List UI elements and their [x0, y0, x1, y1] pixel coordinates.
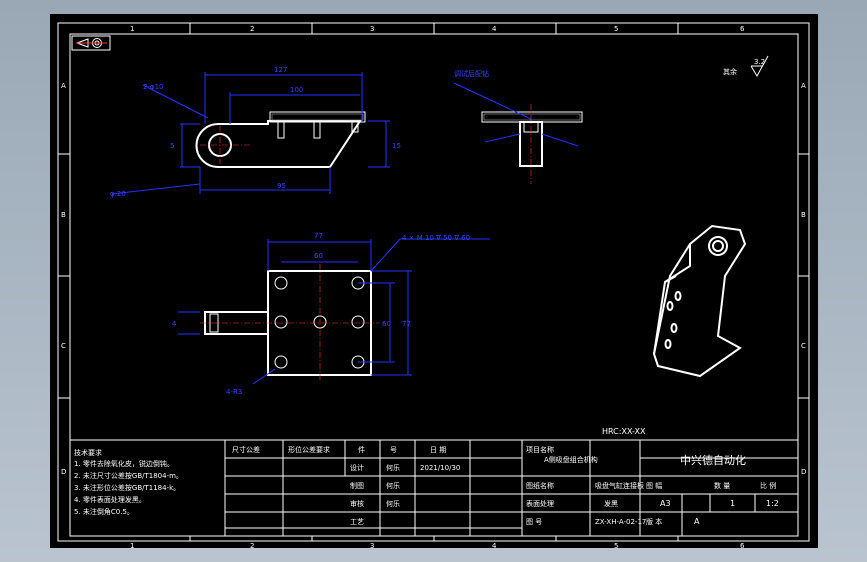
zone-col-5: 5 [614, 25, 618, 33]
dim-plan-width: 77 [314, 232, 323, 240]
tb-proc-lbl: 工艺 [350, 518, 364, 526]
projection-symbol-icon [71, 35, 111, 51]
tb-draw-lbl: 制图 [350, 481, 364, 490]
roughness-note: 其余 [723, 67, 737, 76]
dim-left-tol: φ.20 [110, 190, 126, 198]
dim-plan-inner-h: 60 [382, 320, 391, 328]
roughness-symbol: 其余 3.2 [723, 55, 769, 78]
plan-view: 77 60 4 × M 10 ∇ 50 ∇ 60 77 60 4 4-R3 [172, 232, 490, 396]
dim-hole-dia: 2-φ10 [143, 83, 164, 91]
side-view-dims [453, 82, 579, 147]
zone-row-d: D [61, 468, 66, 476]
zone-row-b-r: B [801, 211, 806, 219]
notes-title: 技术要求 [74, 448, 102, 457]
side-view: 调试后配钻 [453, 69, 583, 184]
tb-project-val: A侧吸盘组合机构 [544, 455, 598, 464]
tb-qty-val: 1 [730, 499, 735, 508]
dim-plan-height: 77 [402, 320, 411, 328]
zone-ticks [58, 23, 809, 541]
notes-line-2: 2. 未注尺寸公差按GB/T1804-m。 [74, 471, 183, 480]
plan-view-dims [178, 238, 490, 385]
tb-check-lbl: 审核 [350, 499, 364, 508]
dim-plan-holes: 4 × M 10 ∇ 50 ∇ 60 [402, 234, 470, 242]
zone-col-3b: 3 [370, 542, 374, 548]
tb-check-name: 何乐 [386, 499, 400, 508]
zone-col-6b: 6 [740, 542, 745, 548]
dim-plan-small: 4-R3 [226, 388, 242, 396]
tb-company: 中兴德自动化 [680, 453, 746, 467]
zone-row-c: C [61, 342, 66, 350]
tb-scale-lbl: 比 例 [760, 481, 776, 490]
front-view-screws [277, 121, 359, 139]
dim-left-height: 5 [170, 142, 174, 150]
hardness-note: HRC:XX-XX [602, 427, 646, 436]
plan-view-holes [274, 276, 365, 369]
side-view-flange [481, 111, 583, 123]
zone-col-2: 2 [250, 25, 254, 33]
dim-thickness: 15 [392, 142, 401, 150]
tb-h-geo: 形位公差要求 [288, 445, 330, 454]
cad-drawing: 1 2 3 4 5 6 1 2 3 4 5 6 A B C D A B C D … [57, 22, 810, 550]
tb-ver-val: A [694, 517, 700, 526]
tb-h-std: 尺寸公差 [232, 445, 260, 454]
zone-row-a-r: A [801, 82, 806, 90]
dim-plan-left: 4 [172, 320, 177, 328]
tb-surface-lbl: 表面处理 [526, 499, 554, 508]
notes-line-4: 4. 零件表面处理发黑。 [74, 495, 146, 504]
tb-design-name: 何乐 [386, 463, 400, 472]
tb-project-lbl: 项目名称 [526, 445, 554, 454]
roughness-check-icon [750, 55, 769, 78]
zone-col-4: 4 [492, 25, 497, 33]
zone-col-3: 3 [370, 25, 374, 33]
tb-qty-lbl: 数 量 [714, 481, 730, 490]
notes-line-5: 5. 未注倒角C0.5。 [74, 507, 134, 516]
tb-surface-val: 发黑 [604, 499, 618, 508]
zone-row-a: A [61, 82, 66, 90]
tb-part-lbl: 图纸名称 [526, 481, 554, 490]
zone-row-c-r: C [801, 342, 806, 350]
dim-top-overall: 127 [274, 66, 287, 74]
notes-line-3: 3. 未注形位公差按GB/T1184-k。 [74, 483, 180, 492]
notes-line-1: 1. 零件去除氧化皮，锐边倒钝。 [74, 459, 174, 468]
tb-h-mark: 号 [390, 446, 397, 454]
tb-code-lbl: 图 号 [526, 518, 542, 526]
front-view-outline [195, 120, 362, 168]
zone-row-d-r: D [801, 468, 806, 476]
tb-draw-name: 何乐 [386, 481, 400, 490]
tb-h-date: 日 期 [430, 446, 446, 454]
zone-col-1b: 1 [130, 542, 134, 548]
dim-bottom-length: 95 [277, 182, 286, 190]
dim-plan-inner: 60 [314, 252, 323, 260]
tb-ver-lbl: 版 本 [646, 517, 662, 526]
tb-code-val: ZX-XH-A-02-17 [595, 518, 646, 526]
zone-col-1: 1 [130, 25, 134, 33]
zone-col-2b: 2 [250, 542, 254, 548]
zone-col-4b: 4 [492, 542, 497, 548]
title-block: 技术要求 1. 零件去除氧化皮，锐边倒钝。 2. 未注尺寸公差按GB/T1804… [69, 439, 799, 537]
zone-numbers: 1 2 3 4 5 6 1 2 3 4 5 6 A B C D A B C D [61, 25, 806, 550]
drawing-sheet: 1 2 3 4 5 6 1 2 3 4 5 6 A B C D A B C D … [50, 14, 818, 550]
tb-size-lbl: 图 幅 [646, 481, 662, 490]
tb-part-val: 吸盘气缸连接板 [595, 481, 644, 490]
tb-design-lbl: 设计 [350, 463, 364, 472]
tb-scale-val: 1:2 [766, 499, 779, 508]
roughness-value: 3.2 [754, 58, 765, 66]
dim-top-inner: 100 [290, 86, 303, 94]
front-view-dims [111, 72, 390, 195]
tb-design-date: 2021/10/30 [420, 464, 460, 472]
side-view-callout: 调试后配钻 [454, 69, 489, 78]
zone-col-5b: 5 [614, 542, 618, 548]
front-view: 127 100 2-φ10 15 5 95 φ.20 [110, 66, 401, 198]
isometric-view [652, 224, 747, 378]
zone-row-b: B [61, 211, 66, 219]
zone-col-6: 6 [740, 25, 745, 33]
tb-h-count: 件 [358, 445, 365, 454]
tb-size-val: A3 [660, 499, 671, 508]
